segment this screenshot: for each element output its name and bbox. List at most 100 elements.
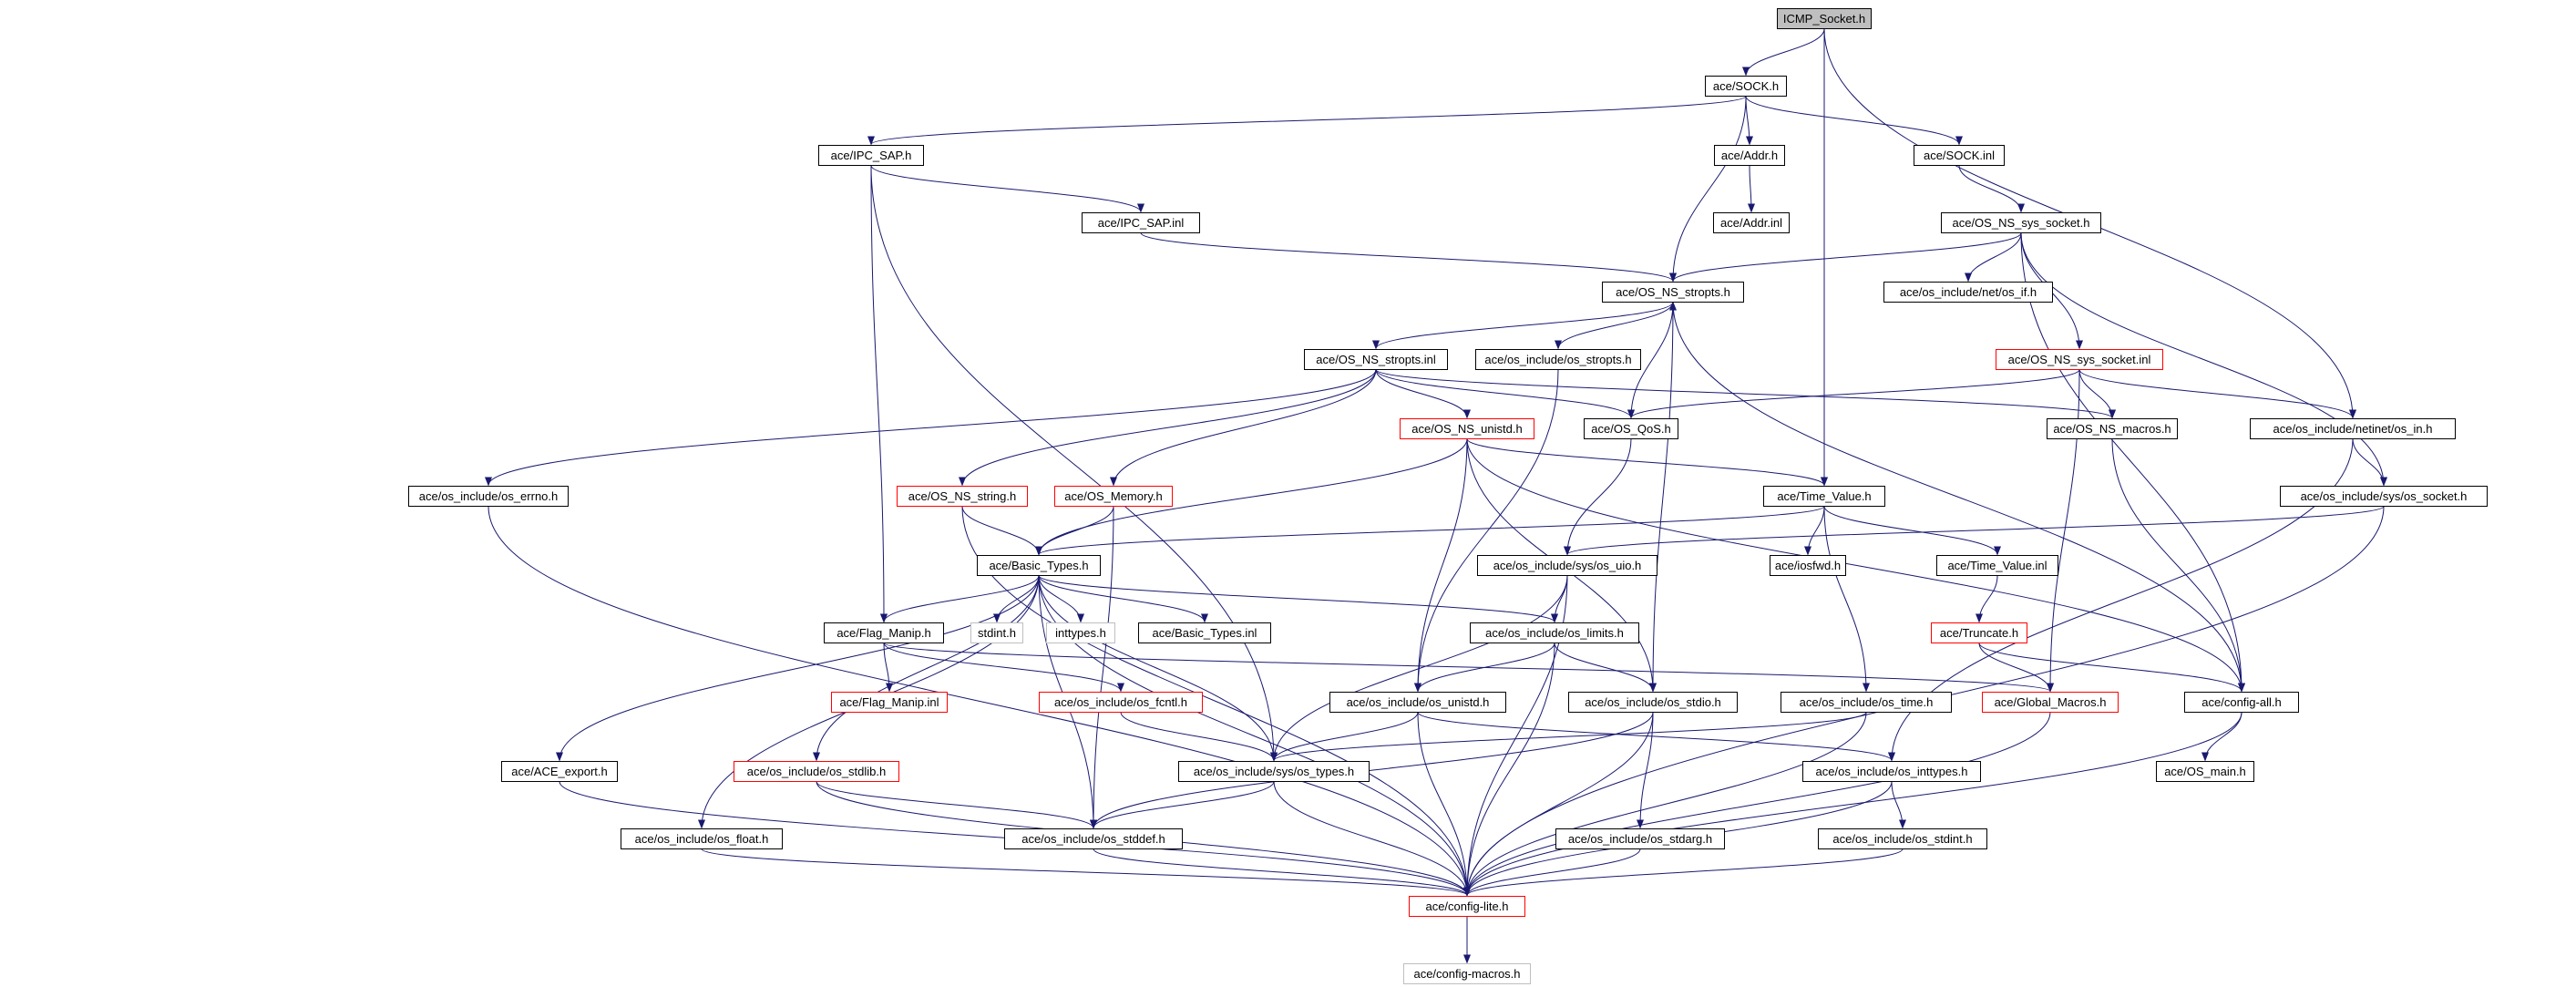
node-os-stdio-h[interactable]: ace/os_include/os_stdio.h <box>1568 691 1738 713</box>
edge-os-in-h-to-os-sys-socket-h <box>2352 438 2387 487</box>
node-os-stdarg-h[interactable]: ace/os_include/os_stdarg.h <box>1555 828 1725 849</box>
edge-os-stdio-h-to-os-stdarg-h <box>1637 712 1654 829</box>
edge-icmp-socket-h-to-sock-h <box>1742 28 1825 77</box>
edge-flag-manip-h-to-flag-manip-inl <box>883 643 893 693</box>
node-truncate-h[interactable]: ace/Truncate.h <box>1931 622 2027 643</box>
node-os-ns-macros-h[interactable]: ace/OS_NS_macros.h <box>2047 417 2178 439</box>
node-os-ns-stropts-h[interactable]: ace/OS_NS_stropts.h <box>1602 281 1744 303</box>
edge-os-ns-stropts-inl-to-os-qos-h <box>1375 369 1635 419</box>
node-os-stropts-h[interactable]: ace/os_include/os_stropts.h <box>1475 348 1641 370</box>
edge-os-ns-stropts-inl-to-os-errno-h <box>485 369 1377 487</box>
edge-os-uio-h-to-os-limits-h <box>1551 575 1568 623</box>
edge-flag-manip-h-to-os-fcntl-h <box>883 643 1124 693</box>
edge-os-errno-h-to-config-lite-h <box>487 506 1471 897</box>
node-os-ns-sys-socket-h[interactable]: ace/OS_NS_sys_socket.h <box>1941 211 2101 233</box>
node-os-sys-socket-h[interactable]: ace/os_include/sys/os_socket.h <box>2280 485 2488 507</box>
edge-os-ns-sys-socket-inl-to-os-ns-macros-h <box>2078 369 2116 419</box>
edge-os-memory-h-to-basic-types-h <box>1035 506 1114 556</box>
edge-os-ns-stropts-h-to-os-stropts-h <box>1555 302 1674 350</box>
edge-os-ns-sys-socket-inl-to-os-in-h <box>2078 369 2356 419</box>
edge-os-ns-stropts-inl-to-os-memory-h <box>1110 369 1377 487</box>
node-sock-h[interactable]: ace/SOCK.h <box>1705 75 1787 97</box>
node-addr-inl[interactable]: ace/Addr.inl <box>1713 211 1790 233</box>
node-inttypes-h: inttypes.h <box>1046 622 1115 643</box>
node-time-value-h[interactable]: ace/Time_Value.h <box>1763 485 1885 507</box>
edge-sock-h-to-sock-inl <box>1745 96 1963 146</box>
edge-os-time-h-to-config-lite-h <box>1463 712 1867 897</box>
node-os-qos-h[interactable]: ace/OS_QoS.h <box>1584 417 1678 439</box>
edge-os-stdarg-h-to-config-lite-h <box>1463 848 1641 897</box>
edge-os-ns-stropts-inl-to-os-ns-unistd-h <box>1375 369 1471 419</box>
edge-os-stdio-h-to-os-stddef-h <box>1090 712 1654 829</box>
edge-os-types-h-to-os-stddef-h <box>1090 781 1275 829</box>
edge-truncate-h-to-config-all-h <box>1978 643 2245 693</box>
node-os-inttypes-h[interactable]: ace/os_include/os_inttypes.h <box>1802 760 1981 782</box>
node-os-uio-h[interactable]: ace/os_include/sys/os_uio.h <box>1477 554 1657 576</box>
node-sock-inl[interactable]: ace/SOCK.inl <box>1914 144 2005 166</box>
node-os-stdint-h[interactable]: ace/os_include/os_stdint.h <box>1818 828 1987 849</box>
node-os-unistd-h[interactable]: ace/os_include/os_unistd.h <box>1329 691 1506 713</box>
node-os-main-h[interactable]: ace/OS_main.h <box>2156 760 2254 782</box>
edge-os-stdlib-h-to-os-stddef-h <box>816 781 1097 829</box>
edge-os-limits-h-to-config-lite-h <box>1463 643 1555 897</box>
node-os-types-h[interactable]: ace/os_include/sys/os_types.h <box>1178 760 1370 782</box>
edge-os-limits-h-to-os-unistd-h <box>1414 643 1555 693</box>
edge-os-stdint-h-to-config-lite-h <box>1463 848 1904 897</box>
edge-sock-h-to-ipc-sap-h <box>867 96 1747 146</box>
node-os-ns-unistd-h[interactable]: ace/OS_NS_unistd.h <box>1400 417 1534 439</box>
edge-layer <box>485 28 2387 964</box>
node-icmp-socket-h: ICMP_Socket.h <box>1777 7 1872 29</box>
edge-os-ns-sys-socket-inl-to-os-qos-h <box>1627 369 2080 419</box>
node-os-ns-sys-socket-inl[interactable]: ace/OS_NS_sys_socket.inl <box>1996 348 2163 370</box>
node-config-all-h[interactable]: ace/config-all.h <box>2184 691 2299 713</box>
edge-os-ns-sys-socket-h-to-os-if-h <box>1965 232 2022 283</box>
node-os-float-h[interactable]: ace/os_include/os_float.h <box>621 828 783 849</box>
edge-basic-types-h-to-ace-export-h <box>556 575 1040 762</box>
node-ipc-sap-inl[interactable]: ace/IPC_SAP.inl <box>1082 211 1200 233</box>
node-os-in-h[interactable]: ace/os_include/netinet/os_in.h <box>2250 417 2456 439</box>
node-os-stdlib-h[interactable]: ace/os_include/os_stdlib.h <box>734 760 899 782</box>
node-stdint-h: stdint.h <box>970 622 1023 643</box>
edge-os-limits-h-to-os-stdio-h <box>1554 643 1657 693</box>
node-addr-h[interactable]: ace/Addr.h <box>1714 144 1785 166</box>
edge-sock-inl-to-os-ns-sys-socket-h <box>1958 165 2025 213</box>
edge-addr-h-to-addr-inl <box>1747 165 1755 213</box>
node-flag-manip-inl[interactable]: ace/Flag_Manip.inl <box>831 691 948 713</box>
node-time-value-inl[interactable]: ace/Time_Value.inl <box>1936 554 2058 576</box>
edge-os-ns-string-h-to-basic-types-h <box>961 506 1042 556</box>
edge-os-fcntl-h-to-os-types-h <box>1120 712 1278 762</box>
node-flag-manip-h[interactable]: ace/Flag_Manip.h <box>824 622 944 643</box>
node-os-if-h[interactable]: ace/os_include/net/os_if.h <box>1883 281 2053 303</box>
node-global-macros-h[interactable]: ace/Global_Macros.h <box>1982 691 2119 713</box>
node-os-ns-stropts-inl[interactable]: ace/OS_NS_stropts.inl <box>1304 348 1448 370</box>
edge-os-ns-unistd-h-to-basic-types-h <box>1035 438 1468 556</box>
edge-os-unistd-h-to-os-inttypes-h <box>1417 712 1895 762</box>
node-ace-export-h[interactable]: ace/ACE_export.h <box>501 760 618 782</box>
edge-os-ns-unistd-h-to-time-value-h <box>1466 438 1828 487</box>
node-os-memory-h[interactable]: ace/OS_Memory.h <box>1054 485 1173 507</box>
node-basic-types-h[interactable]: ace/Basic_Types.h <box>977 554 1101 576</box>
edge-os-memory-h-to-os-stddef-h <box>1090 506 1114 829</box>
node-os-ns-string-h[interactable]: ace/OS_NS_string.h <box>897 485 1028 507</box>
edge-os-sys-socket-h-to-os-uio-h <box>1564 506 2385 556</box>
node-basic-types-inl[interactable]: ace/Basic_Types.inl <box>1138 622 1271 643</box>
edge-time-value-h-to-basic-types-h <box>1035 506 1825 556</box>
edge-os-ns-stropts-inl-to-os-ns-macros-h <box>1375 369 2116 419</box>
edge-ipc-sap-inl-to-os-ns-stropts-h <box>1140 232 1677 283</box>
node-os-time-h[interactable]: ace/os_include/os_time.h <box>1781 691 1952 713</box>
edge-os-qos-h-to-os-ns-stropts-h <box>1630 301 1677 418</box>
node-os-fcntl-h[interactable]: ace/os_include/os_fcntl.h <box>1039 691 1203 713</box>
node-os-limits-h[interactable]: ace/os_include/os_limits.h <box>1470 622 1639 643</box>
edge-basic-types-h-to-basic-types-inl <box>1038 575 1208 623</box>
node-os-stddef-h[interactable]: ace/os_include/os_stddef.h <box>1004 828 1183 849</box>
node-config-lite-h[interactable]: ace/config-lite.h <box>1409 895 1525 917</box>
node-iosfwd-h[interactable]: ace/iosfwd.h <box>1770 554 1846 576</box>
edge-config-all-h-to-config-lite-h <box>1463 712 2242 897</box>
edge-os-ns-sys-socket-h-to-os-ns-stropts-h <box>1669 232 2022 283</box>
node-os-errno-h[interactable]: ace/os_include/os_errno.h <box>408 485 569 507</box>
node-ipc-sap-h[interactable]: ace/IPC_SAP.h <box>818 144 924 166</box>
edge-config-all-h-to-os-main-h <box>2201 712 2242 762</box>
edge-os-time-h-to-os-types-h <box>1270 712 1867 762</box>
edge-basic-types-h-to-os-stdlib-h <box>813 575 1040 762</box>
